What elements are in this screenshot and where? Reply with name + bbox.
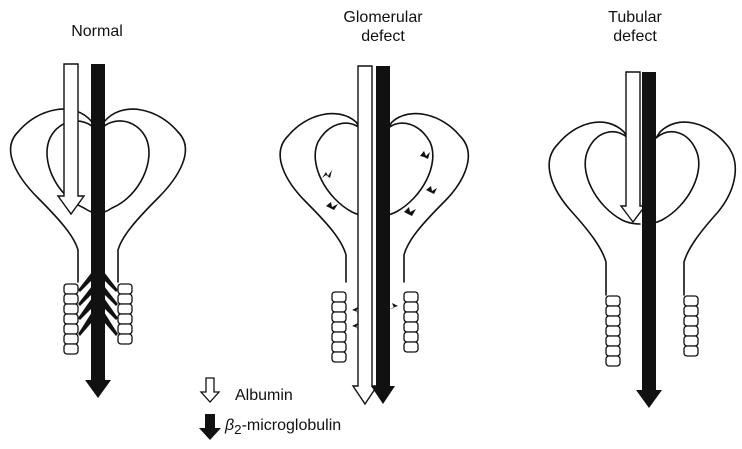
legend-microglobulin-label: β2-microglobulin <box>225 417 341 439</box>
hollow-down-arrow-icon <box>201 378 219 402</box>
albumin-arrow-glomerular <box>353 66 377 404</box>
bowman-capsule-right <box>646 122 735 295</box>
bowman-capsule-left <box>280 114 368 282</box>
tubule-cells-tubular-left <box>606 296 620 366</box>
legend-albumin-label: Albumin <box>235 387 293 405</box>
solid-down-arrow-icon <box>199 414 221 440</box>
microglobulin-arrow-normal <box>85 64 111 398</box>
bowman-capsule-right <box>380 114 468 282</box>
tubule-cells-normal-right <box>118 284 132 344</box>
tubule-cells-glomerular-right <box>404 292 418 352</box>
microglobulin-arrow-glomerular <box>371 66 395 404</box>
tubule-cells-glomerular-left <box>332 292 346 362</box>
bowman-capsule-left <box>11 109 99 282</box>
albumin-arrow-tubular <box>621 72 645 222</box>
tubule-cells-normal-left <box>64 284 78 354</box>
beta-symbol: β <box>225 417 234 434</box>
tubule-cells-tubular-right <box>684 296 698 356</box>
beta-subscript: 2 <box>234 422 241 437</box>
legend-microglobulin-text: -microglobulin <box>242 417 342 434</box>
nephron-glomerular-defect <box>280 114 468 282</box>
bowman-capsule-right <box>97 109 185 282</box>
